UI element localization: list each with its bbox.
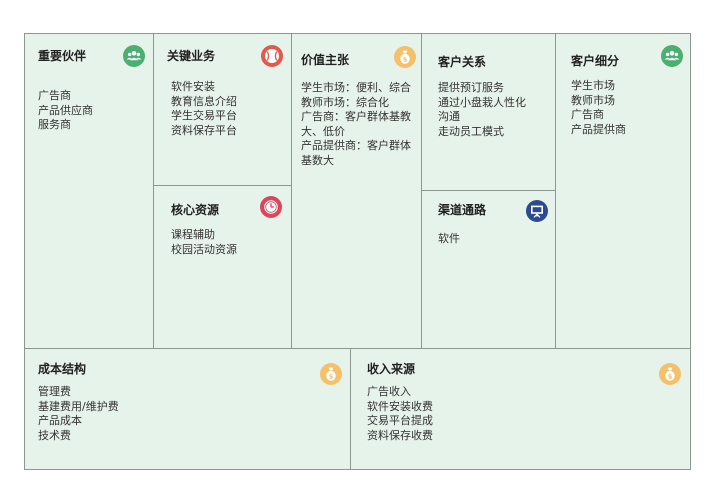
key-activities-block: 关键业务 软件安装 教育信息介绍 学生交易平台 资料保存平台 [153, 33, 292, 186]
list-item: 教育信息介绍 [171, 94, 237, 108]
channels-title: 渠道通路 [438, 203, 487, 217]
list-item: 交易平台提成 [367, 414, 433, 427]
svg-text:$: $ [668, 372, 673, 380]
key-activities-list: 软件安装 教育信息介绍 学生交易平台 资料保存平台 [171, 80, 237, 138]
key-resources-block: 核心资源 课程辅助 校园活动资源 [153, 185, 292, 349]
revenue-streams-list: 广告收入 软件安装收费 交易平台提成 资料保存收费 [367, 385, 433, 443]
customer-segments-list: 学生市场 教师市场 广告商 产品提供商 [571, 79, 626, 137]
svg-text:$: $ [403, 55, 408, 63]
list-item: 产品成本 [38, 414, 82, 427]
list-item: 大、低价 [301, 124, 345, 138]
customer-segments-block: 客户细分 学生市场 教师市场 广告商 产品提供商 [555, 33, 691, 349]
key-resources-title: 核心资源 [171, 203, 220, 217]
customer-relationships-list: 提供预订服务 通过小盘栽人性化 沟通 走动员工模式 [438, 81, 526, 139]
list-item: 软件安装 [171, 80, 215, 93]
key-activities-title: 关键业务 [167, 49, 216, 63]
list-item: 基建费用/维护费 [38, 399, 119, 413]
list-item: 学生交易平台 [171, 109, 237, 122]
list-item: 提供预订服务 [438, 81, 504, 94]
list-item: 教师市场 [571, 93, 615, 107]
cost-structure-list: 管理费 基建费用/维护费 产品成本 技术费 [38, 385, 119, 443]
customer-segments-title: 客户细分 [571, 54, 620, 68]
list-item: 广告收入 [367, 385, 411, 398]
presentation-board-icon [526, 200, 548, 222]
list-item: 通过小盘栽人性化 [438, 95, 526, 109]
clock-icon [260, 196, 282, 218]
customer-relationships-title: 客户关系 [438, 55, 487, 69]
list-item: 资料保存收费 [367, 428, 433, 442]
list-item: 学生市场 [571, 79, 615, 92]
money-bag-icon: $ [394, 46, 416, 68]
list-item: 广告商：客户群体基教 [301, 110, 411, 123]
svg-text:$: $ [329, 372, 334, 380]
channels-block: 渠道通路 软件 [421, 190, 556, 349]
key-resources-list: 课程辅助 校园活动资源 [171, 228, 237, 257]
list-item: 软件安装收费 [367, 399, 433, 413]
list-item: 软件 [438, 232, 460, 245]
list-item: 基数大 [301, 153, 334, 167]
list-item: 校园活动资源 [171, 242, 237, 256]
value-proposition-title: 价值主张 [301, 53, 350, 67]
list-item: 广告商 [571, 108, 604, 121]
list-item: 广告商 [38, 89, 71, 102]
channels-list: 软件 [438, 232, 460, 247]
value-proposition-block: 价值主张 $ 学生市场：便利、综合 教师市场：综合化 广告商：客户群体基教 大、… [291, 33, 422, 349]
key-partners-list: 广告商 产品供应商 服务商 [38, 89, 93, 133]
list-item: 产品提供商：客户群体 [301, 139, 411, 152]
money-bag-icon: $ [320, 363, 342, 385]
revenue-streams-title: 收入来源 [367, 362, 416, 376]
list-item: 教师市场：综合化 [301, 95, 389, 109]
customer-relationships-block: 客户关系 提供预订服务 通过小盘栽人性化 沟通 走动员工模式 [421, 33, 556, 191]
list-item: 管理费 [38, 385, 71, 398]
key-partners-block: 重要伙伴 广告商 产品供应商 服务商 [24, 33, 154, 349]
list-item: 沟通 [438, 110, 460, 123]
list-item: 技术费 [38, 428, 71, 442]
money-bag-icon: $ [659, 363, 681, 385]
list-item: 学生市场：便利、综合 [301, 81, 411, 94]
list-item: 服务商 [38, 118, 71, 131]
key-partners-title: 重要伙伴 [38, 49, 87, 63]
people-icon [123, 45, 145, 67]
cost-structure-block: 成本结构 $ 管理费 基建费用/维护费 产品成本 技术费 [24, 348, 351, 470]
list-item: 走动员工模式 [438, 124, 504, 138]
revenue-streams-block: 收入来源 $ 广告收入 软件安装收费 交易平台提成 资料保存收费 [350, 348, 691, 470]
cost-structure-title: 成本结构 [38, 362, 87, 376]
list-item: 产品提供商 [571, 122, 626, 136]
people-icon [661, 45, 683, 67]
list-item: 课程辅助 [171, 228, 215, 241]
baseball-icon [261, 45, 283, 67]
list-item: 产品供应商 [38, 103, 93, 117]
list-item: 资料保存平台 [171, 123, 237, 137]
value-proposition-list: 学生市场：便利、综合 教师市场：综合化 广告商：客户群体基教 大、低价 产品提供… [301, 81, 411, 168]
